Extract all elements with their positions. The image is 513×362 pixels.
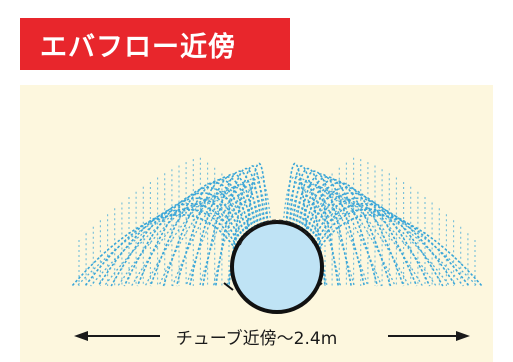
spray-stream [241, 162, 269, 287]
spray-stream [212, 178, 268, 287]
tube-inner-dashed-arc [239, 219, 314, 246]
spray-stream [286, 178, 342, 287]
range-arrow-left [74, 331, 160, 341]
spray-stream [136, 186, 246, 287]
spray-stream [305, 195, 424, 287]
spray-stream [288, 165, 326, 287]
spray-stream [307, 199, 437, 287]
spray-stream [312, 197, 444, 287]
tube-circle [230, 220, 324, 314]
tube-cross-section [223, 219, 324, 314]
spray-stream [110, 197, 242, 287]
tube-leg-left [223, 282, 234, 291]
spray-stream [130, 195, 249, 287]
spray-stream [289, 180, 355, 287]
spray-stream [306, 182, 405, 287]
spray-stream [285, 162, 313, 287]
spray-stream [175, 176, 254, 287]
spray-stream [308, 186, 418, 287]
spray-stream [103, 202, 244, 287]
diagram-title: エバフロー近傍 [40, 31, 236, 63]
spray-stream [317, 214, 483, 287]
spray-stream [316, 208, 470, 287]
spray-pattern-left [71, 157, 272, 287]
spray-stream [303, 179, 392, 287]
diagram-panel [20, 85, 493, 362]
range-caption-text: チューブ近傍〜2.4m [175, 328, 338, 349]
spray-stream [302, 192, 410, 287]
range-arrow-right [388, 331, 470, 341]
spray-stream [149, 182, 248, 287]
title-badge: エバフロー近傍 [20, 18, 290, 70]
spray-pattern-right [282, 157, 483, 287]
spray-stream [90, 206, 242, 287]
spray-stream [144, 192, 252, 287]
spray-stream [199, 180, 265, 287]
spray-stream [312, 206, 464, 287]
spray-stream [300, 176, 379, 287]
spray-stream [310, 202, 451, 287]
spray-stream [162, 179, 251, 287]
spray-stream [228, 165, 266, 287]
spray-stream [117, 199, 247, 287]
spray-stream [84, 208, 238, 287]
spray-stream [71, 214, 237, 287]
spray-stream [292, 183, 369, 287]
range-caption: チューブ近傍〜2.4m [0, 323, 513, 349]
spray-stream [185, 183, 262, 287]
